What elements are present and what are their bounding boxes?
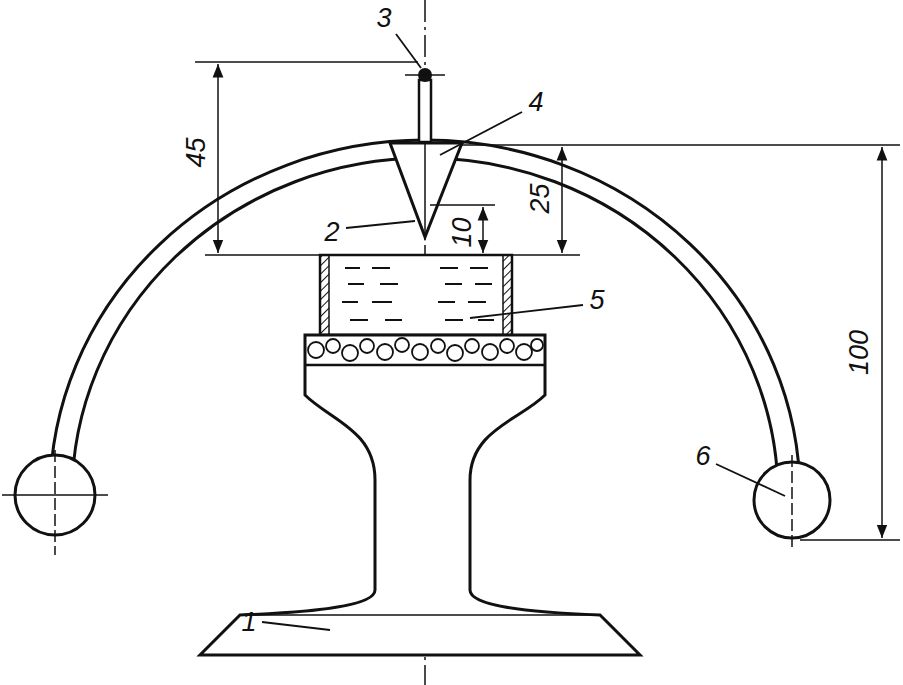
rail-foot-line	[240, 614, 600, 616]
extension-line	[462, 144, 900, 146]
dimension-line	[561, 147, 563, 253]
dimension-value: 10	[448, 217, 475, 247]
cone-axis	[424, 143, 426, 237]
dimension-line	[881, 147, 883, 538]
leader-line	[440, 112, 522, 155]
dimension-value: 45	[182, 137, 209, 167]
callout-number: 1	[241, 609, 256, 636]
leader-lines	[262, 34, 785, 630]
rod	[419, 80, 431, 142]
callout-number: 3	[376, 5, 391, 32]
specimen-fill	[342, 268, 494, 320]
rail	[200, 335, 640, 655]
extension-line	[800, 539, 900, 541]
specimen-cup	[320, 255, 512, 335]
extension-line	[430, 204, 495, 206]
leader-line	[262, 622, 330, 630]
point-crosshair	[405, 74, 445, 76]
cup-wall	[320, 255, 329, 335]
rail-head-line	[305, 364, 545, 367]
leader-line	[346, 221, 415, 228]
callout-number: 5	[589, 287, 604, 314]
specimen	[320, 255, 512, 335]
leader-line	[470, 305, 583, 318]
callout-number: 6	[695, 443, 710, 470]
callout-number: 4	[528, 89, 543, 116]
ball-crosshair	[54, 450, 56, 555]
dimension-line	[482, 207, 484, 253]
ball-crosshair	[2, 494, 108, 496]
dimension-value: 25	[526, 183, 553, 213]
dimension-value: 100	[847, 329, 874, 374]
extension-line	[195, 61, 418, 63]
bedding-beads	[308, 338, 543, 361]
leader-line	[396, 34, 421, 68]
callout-number: 2	[324, 219, 339, 246]
extension-line	[205, 254, 580, 256]
cup-wall	[503, 255, 512, 335]
dimension-lines	[195, 62, 900, 540]
dimension-line	[217, 64, 219, 253]
leader-line	[716, 464, 785, 496]
ball-crosshair	[791, 455, 793, 550]
